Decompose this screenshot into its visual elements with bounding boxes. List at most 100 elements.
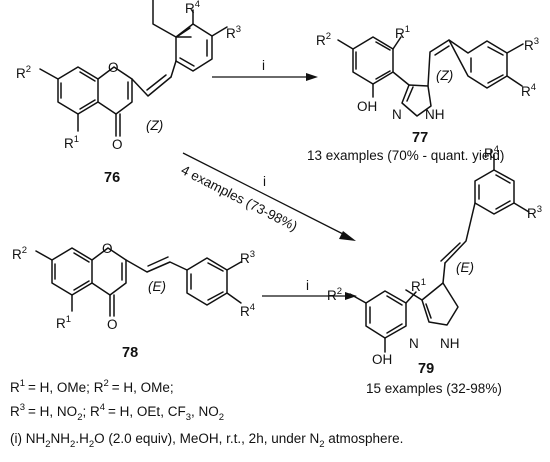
def-r1-values: = H, OMe; <box>28 380 94 395</box>
compound-78-r2-symbol: R <box>12 247 22 262</box>
arrow-top: i <box>212 58 318 81</box>
compound-78-r3-label: R3 <box>240 249 255 266</box>
compound-79-r3-label: R3 <box>527 204 542 221</box>
compound-79-r1-superscript: 1 <box>421 277 426 288</box>
compound-78-r1-label: R1 <box>56 314 71 331</box>
def-r4-no2-subscript: 2 <box>219 412 224 423</box>
compound-77-bonds <box>337 36 524 117</box>
compound-79-r2-symbol: R <box>327 288 337 303</box>
reaction-conditions: (i) NH2NH2.H2O (2.0 equiv), MeOH, r.t., … <box>10 431 403 450</box>
compound-77: R2 R1 OH N NH (Z) R3 R4 77 13 examples (… <box>307 24 539 163</box>
compound-76-id: 76 <box>104 170 120 186</box>
conditions-mid-c: O (2.0 equiv), MeOH, r.t., 2h, under N <box>94 431 319 446</box>
compound-77-r4-label: R4 <box>521 82 536 99</box>
conditions-mid-b: .H <box>75 431 89 446</box>
compound-76-r4-label: R4 <box>185 0 200 16</box>
def-r2-symbol: R <box>94 380 104 395</box>
compound-76-stereo-label: (Z) <box>146 118 163 133</box>
compound-78-r4-label: R4 <box>240 302 255 319</box>
compound-77-r1-label: R1 <box>395 24 410 41</box>
compound-78-r4-superscript: 4 <box>250 302 255 313</box>
compound-79-r4-label: R4 <box>484 144 499 161</box>
substituent-definitions-line-1: R1= H, OMe; R2= H, OMe; <box>10 378 174 395</box>
compound-77-oh-label: OH <box>357 99 377 114</box>
compound-79-r3-superscript: 3 <box>537 204 542 215</box>
def-r4-values: = H, OEt, CF <box>108 404 186 419</box>
compound-77-id: 77 <box>412 130 428 146</box>
compound-77-nh-label: NH <box>425 107 445 122</box>
arrow-top-head <box>306 73 318 81</box>
compound-78-carbonyl-oxygen-label: O <box>107 317 118 332</box>
compound-79-bonds <box>349 154 530 353</box>
compound-76-r2-label: R2 <box>16 64 31 81</box>
compound-78-bonds <box>35 247 242 317</box>
compound-77-r2-symbol: R <box>316 33 326 48</box>
compound-76-r3-superscript: 3 <box>236 24 241 35</box>
conditions-mid-a: NH <box>51 431 71 446</box>
def-r3-values: = H, NO <box>28 404 77 419</box>
def-r3-no2-subscript: 2 <box>77 412 82 423</box>
arrow-diagonal-annotation: 4 examples (73-98%) <box>179 162 300 234</box>
def-r3-symbol: R <box>10 404 20 419</box>
compound-76-r1-symbol: R <box>64 136 74 151</box>
compound-78-id: 78 <box>122 345 138 361</box>
compound-79-summary: 15 examples (32-98%) <box>366 381 502 396</box>
conditions-suffix: atmosphere. <box>325 431 404 446</box>
compound-77-r4-symbol: R <box>521 84 531 99</box>
compound-76-r4-superscript: 4 <box>195 0 200 10</box>
compound-79-r1-label: R1 <box>411 277 426 294</box>
compound-76-r2-superscript: 2 <box>26 64 31 75</box>
compound-78-r1-symbol: R <box>56 316 66 331</box>
compound-79-id: 79 <box>418 361 434 377</box>
compound-77-r3-symbol: R <box>524 38 534 53</box>
compound-76-r4-symbol: R <box>185 1 195 16</box>
conditions-sub-a: 2 <box>45 439 50 450</box>
compound-77-r2-label: R2 <box>316 31 331 48</box>
def-r2-values: = H, OMe; <box>112 380 174 395</box>
compound-79-r2-label: R2 <box>327 286 342 303</box>
compound-79-n-label: N <box>409 336 419 351</box>
compound-77-n-label: N <box>392 107 402 122</box>
arrow-bottom-head <box>345 292 357 300</box>
compound-77-r4-superscript: 4 <box>531 82 536 93</box>
conditions-sub-d: 2 <box>319 439 324 450</box>
def-r1-superscript: 1 <box>20 378 25 389</box>
compound-76-ring-oxygen-label: O <box>108 60 119 75</box>
compound-78-ring-oxygen-label: O <box>102 241 113 256</box>
compound-79-nh-label: NH <box>440 336 460 351</box>
compound-77-stereo-label: (Z) <box>436 68 453 83</box>
def-r4-values-tail: , NO <box>191 404 219 419</box>
def-r4-cf3-subscript: 3 <box>186 412 191 423</box>
compound-78-r2-label: R2 <box>12 245 27 262</box>
arrow-diagonal: i 4 examples (73-98%) <box>179 152 356 241</box>
compound-79-r2-superscript: 2 <box>337 286 342 297</box>
arrow-bottom-label: i <box>306 278 309 293</box>
arrow-diagonal-head <box>339 231 356 241</box>
compound-76-r1-label: R1 <box>64 134 79 151</box>
def-r3-superscript: 3 <box>20 402 25 413</box>
def-r3-separator: ; <box>82 404 90 419</box>
compound-76-r3-symbol: R <box>226 26 236 41</box>
def-r2-superscript: 2 <box>103 378 108 389</box>
arrow-top-label: i <box>262 58 265 73</box>
substituent-definitions-line-2: R3= H, NO2; R4= H, OEt, CF3, NO2 <box>10 402 224 423</box>
compound-77-r2-superscript: 2 <box>326 31 331 42</box>
def-r4-superscript: 4 <box>100 402 105 413</box>
compound-78: O O R2 R1 (E) R3 R4 78 <box>12 241 255 361</box>
compound-76-r1-superscript: 1 <box>74 134 79 145</box>
arrow-bottom: i <box>262 278 357 300</box>
compound-77-r3-superscript: 3 <box>534 36 539 47</box>
compound-79-r4-superscript: 4 <box>494 144 499 155</box>
compound-78-stereo-label: (E) <box>148 279 166 294</box>
arrow-diagonal-line <box>182 152 346 236</box>
compound-76-bonds <box>39 0 228 137</box>
compound-77-r1-superscript: 1 <box>405 24 410 35</box>
compound-77-r1-symbol: R <box>395 26 405 41</box>
compound-76: O O R2 R1 R4 R3 (Z) 76 <box>16 0 241 186</box>
compound-78-r4-symbol: R <box>240 304 250 319</box>
compound-79-r4-symbol: R <box>484 146 494 161</box>
conditions-sub-c: 2 <box>89 439 94 450</box>
arrow-diagonal-label: i <box>263 174 266 189</box>
compound-78-r2-superscript: 2 <box>22 245 27 256</box>
